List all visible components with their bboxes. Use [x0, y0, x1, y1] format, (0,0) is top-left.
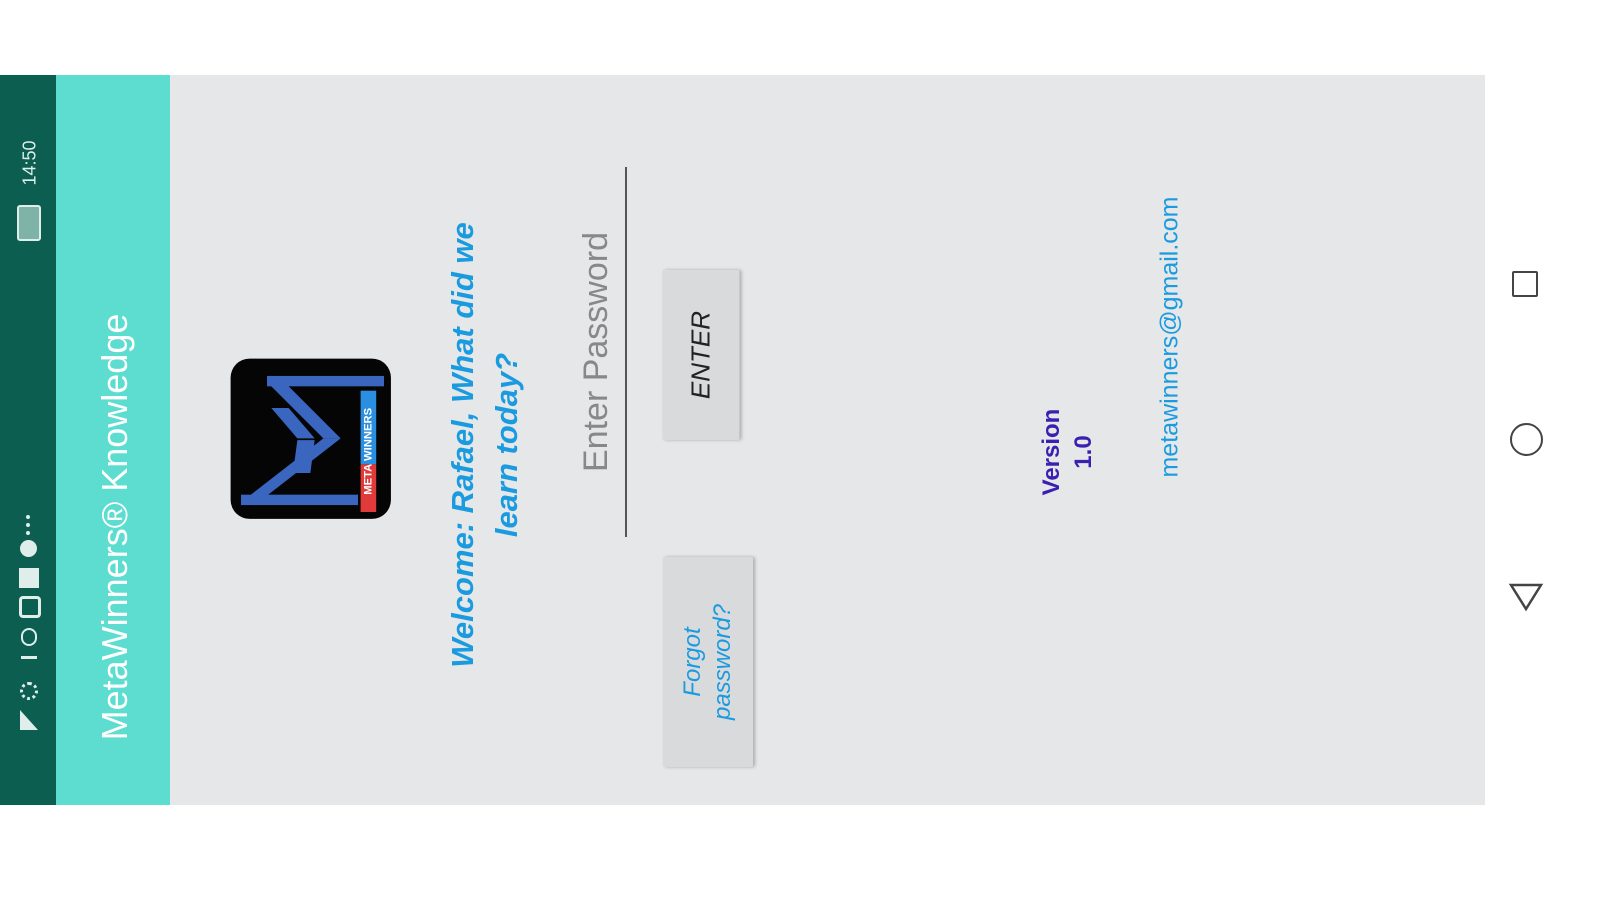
chrome-icon	[20, 540, 37, 557]
forgot-line-1: Forgot	[679, 627, 706, 697]
welcome-message: Welcome: Rafael, What did we learn today…	[441, 222, 529, 668]
version-label: Version	[1038, 408, 1065, 496]
password-input[interactable]: Enter Password	[567, 167, 627, 537]
wifi-icon	[20, 682, 38, 700]
app-logo: META WINNERS	[215, 343, 397, 525]
instagram-icon	[19, 596, 41, 618]
notification-icons	[18, 510, 41, 735]
photo-icon	[19, 568, 39, 588]
voicemail-icon	[21, 628, 37, 646]
forgot-line-2: password?	[709, 603, 736, 721]
back-icon[interactable]	[1508, 582, 1544, 612]
home-icon[interactable]	[1510, 423, 1543, 456]
status-time: 14:50	[19, 140, 40, 186]
forgot-password-button[interactable]: Forgot password?	[663, 557, 753, 767]
password-placeholder: Enter Password	[576, 232, 615, 472]
contact-email[interactable]: metawinners@gmail.com	[1155, 196, 1184, 478]
version-number: 1.0	[1070, 435, 1097, 469]
version-info: Version 1.0	[1036, 409, 1100, 496]
welcome-line-2: learn today?	[489, 352, 524, 538]
app-title: MetaWinners® Knowledge	[94, 313, 135, 741]
app-toolbar	[56, 75, 170, 805]
enter-button[interactable]: ENTER	[662, 270, 740, 440]
more-icon	[26, 515, 35, 535]
battery-charging-icon	[17, 205, 41, 241]
recent-apps-icon[interactable]	[1512, 271, 1538, 297]
usb-icon	[21, 656, 37, 677]
signal-icon	[20, 710, 38, 730]
svg-text:META WINNERS: META WINNERS	[362, 407, 374, 494]
welcome-line-1: Welcome: Rafael, What did we	[445, 222, 480, 668]
